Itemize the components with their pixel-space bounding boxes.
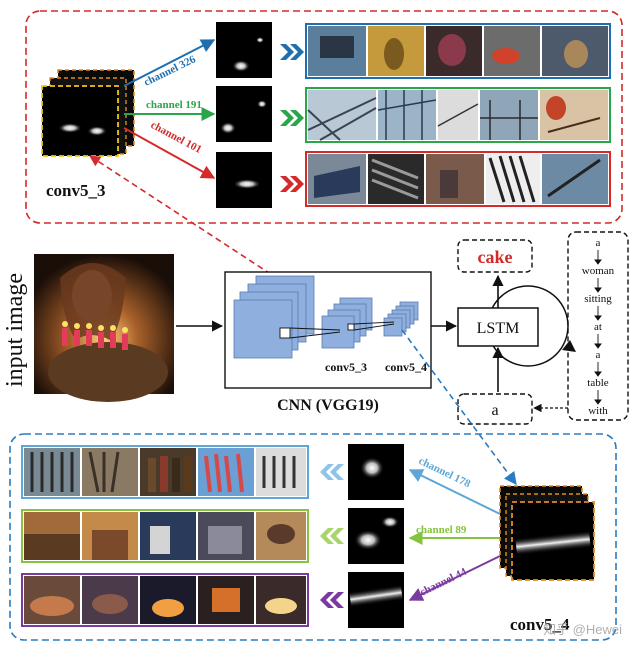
cnn-conv5-4-label: conv5_4 [385,360,427,374]
sequence-word-5: table [587,377,608,389]
sequence-word-3: at [594,321,602,333]
input-photo [34,254,174,402]
cnn-conv5-3-label: conv5_3 [325,360,367,374]
activation-map-178 [348,444,404,500]
chevron-right-icon-green [280,110,304,126]
image-strip-channel-191 [306,88,610,142]
sequence-word-6: with [588,405,608,417]
output-word: cake [478,247,513,267]
conv5-3-cube [42,70,134,156]
input-image-label: input image [2,273,28,387]
conv5-4-cube [500,486,594,580]
lstm-label: LSTM [477,320,520,337]
sequence-word-2: sitting [584,293,612,305]
chevron-left-icon-lightgreen [320,528,344,544]
chevron-right-icon-blue [280,44,304,60]
sequence-word-4: a [596,349,601,361]
input-word: a [491,402,498,419]
activation-map-191 [216,86,272,142]
image-strip-channel-89 [22,510,308,562]
image-strip-channel-101 [306,152,610,206]
channel-178-label: channel 178 [417,455,473,491]
chevron-left-icon-purple [320,592,344,608]
activation-map-326 [216,22,272,78]
conv5-3-label: conv5_3 [46,181,106,200]
sequence-word-0: a [596,237,601,249]
image-strip-channel-44 [22,574,308,626]
cnn-label: CNN (VGG19) [277,397,379,414]
channel-326-label: channel 326 [142,53,198,89]
activation-map-89 [348,508,404,564]
watermark: 知乎 @Hewei [543,622,622,637]
channel-89-label: channel 89 [416,524,467,536]
chevron-right-icon-red [280,176,304,192]
channel-44-label: channel 44 [418,566,469,599]
chevron-left-icon-lightblue [320,464,344,480]
image-strip-channel-178 [22,446,308,498]
channel-191-label: channel 191 [146,99,202,111]
channel-326-arrow [124,40,214,86]
sequence-word-1: woman [582,265,615,277]
channel-101-label: channel 101 [149,119,204,156]
activation-map-101 [216,152,272,208]
activation-map-44 [348,572,404,628]
image-strip-channel-326 [306,24,610,78]
